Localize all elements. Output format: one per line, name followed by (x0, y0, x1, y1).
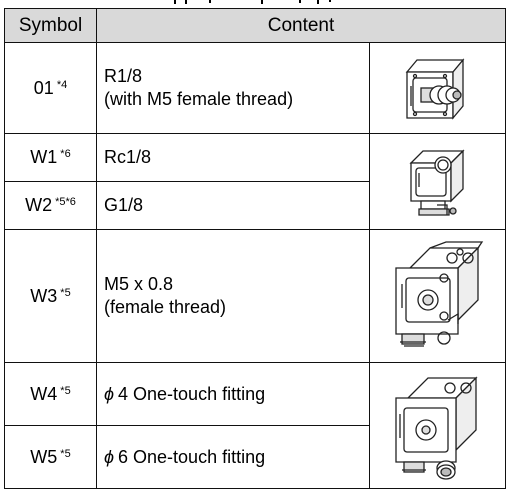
port-options-table: Symbol Content 01*4 R1/8(with M5 female … (4, 8, 507, 489)
footnote-mark: *6 (60, 148, 71, 160)
table-row: W3*5 M5 x 0.8(female thread) (4, 229, 507, 363)
symbol-header: Symbol (4, 8, 97, 43)
content-header: Content (95, 8, 507, 43)
content-cell: Rc1/8 (96, 133, 370, 182)
content-cell: R1/8(with M5 female thread) (96, 42, 370, 134)
m5-thread-illustration (368, 229, 507, 363)
footnote-mark: *5*6 (55, 196, 76, 208)
footnote-mark: *5 (60, 384, 71, 397)
table-row: 01*4 R1/8(with M5 female thread) (4, 42, 507, 134)
symbol-cell: W2*5*6 (4, 181, 97, 230)
symbol-cell: W4*5 (4, 362, 97, 426)
table-header-row: Symbol Content (4, 8, 507, 43)
rc-g-port-illustration (368, 133, 507, 230)
one-touch-fitting-illustration (368, 362, 507, 489)
cube-fitting-illustration (368, 42, 507, 134)
symbol-cell: W5*5 (4, 425, 97, 489)
content-cell: G1/8 (96, 181, 370, 230)
footnote-mark: *5 (60, 286, 71, 299)
table-row: W2*5*6 G1/8 (4, 181, 506, 230)
footnote-mark: *5 (60, 447, 71, 460)
symbol-cell: 01*4 (4, 42, 97, 134)
footnote-mark: *4 (56, 78, 68, 91)
table-row: W1*6 Rc1/8 (4, 133, 507, 230)
content-cell: M5 x 0.8(female thread) (96, 229, 370, 363)
cropped-caption-fragment (0, 0, 509, 8)
phi-symbol: ϕ (104, 446, 115, 467)
phi-symbol: ϕ (104, 383, 115, 404)
symbol-cell: W3*5 (4, 229, 97, 363)
symbol-cell: W1*6 (4, 133, 97, 182)
